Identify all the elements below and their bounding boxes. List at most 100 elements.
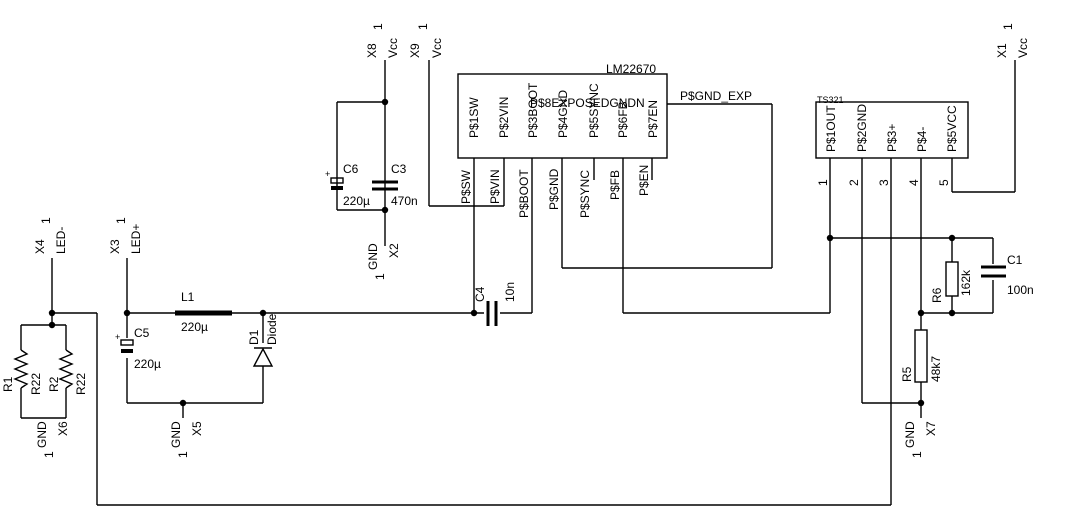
capacitor-c5: + C5 220µ <box>115 326 161 371</box>
connector-pin: 1 <box>176 451 190 458</box>
resistor-ref: R5 <box>900 366 914 382</box>
ic-lm22670-pin-out: P$SYNC <box>578 170 592 218</box>
ic-ts321-pin-in: P$4- <box>915 127 929 152</box>
resistor-value: R22 <box>74 373 88 395</box>
connector-ref: X9 <box>408 43 422 58</box>
connector-pin: 1 <box>1001 23 1015 30</box>
ic-lm22670-pin-out: P$VIN <box>488 169 502 204</box>
resistor-value: R22 <box>29 373 43 395</box>
capacitor-c1: C1 100n <box>981 253 1034 297</box>
connector-net: Vcc <box>1016 38 1030 58</box>
ic-lm22670-pin-out: P$EN <box>637 165 651 196</box>
ic-lm22670-pin-in: P$5SYNC <box>587 83 601 138</box>
connector-pin: 1 <box>371 23 385 30</box>
ic-lm22670-pin-in: P$6FB <box>616 101 630 138</box>
connector-net: GND <box>35 421 49 448</box>
ic-lm22670-pin-out: P$GND <box>547 168 561 210</box>
resistor-r6: R6 162k <box>930 261 973 303</box>
connector-ref: X6 <box>56 421 70 436</box>
ic-lm22670-pin-in: P$7EN <box>646 100 660 138</box>
connector-x6: GND X6 1 <box>35 421 70 458</box>
resistor-r1: R1 R22 <box>1 349 43 395</box>
resistor-value: 48k7 <box>929 356 943 382</box>
ic-lm22670-pin-out: P$SW <box>459 169 473 204</box>
connector-x1: X1 Vcc 1 <box>995 23 1030 58</box>
capacitor-value: 220µ <box>134 357 161 371</box>
capacitor-ref: C6 <box>343 162 359 176</box>
inductor-l1: L1 220µ <box>175 290 232 334</box>
ic-lm22670-pin-out: P$BOOT <box>517 169 531 218</box>
polarity-plus: + <box>115 332 120 342</box>
ic-ts321-pin-number: 4 <box>907 179 921 186</box>
connector-pin: 1 <box>42 451 56 458</box>
connector-pin: 1 <box>373 273 387 280</box>
resistor-ref: R2 <box>47 376 61 392</box>
connector-net: Vcc <box>430 38 444 58</box>
resistor-ref: R1 <box>1 376 15 392</box>
capacitor-value: 220µ <box>343 194 370 208</box>
connector-x8: X8 Vcc 1 <box>365 23 400 58</box>
ic-ts321-pin-in: P$5VCC <box>945 105 959 152</box>
connector-ref: X7 <box>924 421 938 436</box>
connector-ref: X3 <box>108 239 122 254</box>
inductor-value: 220µ <box>181 320 208 334</box>
resistor-ref: R6 <box>930 287 944 303</box>
ic-lm22670-gnd-exp-label: P$GND_EXP <box>680 89 752 103</box>
resistor-r5: R5 48k7 <box>900 329 943 383</box>
connector-pin: 1 <box>416 23 430 30</box>
capacitor-c4: C4 10n <box>473 282 517 326</box>
ic-ts321-pin-number: 2 <box>847 179 861 186</box>
connector-x7: GND X7 1 <box>903 421 938 458</box>
capacitor-ref: C5 <box>134 326 150 340</box>
ic-lm22670-pin-in: P$4GND <box>556 90 570 138</box>
ic-lm22670-name: LM22670 <box>606 62 656 76</box>
connector-x2: GND X2 1 <box>366 243 401 280</box>
connector-net: GND <box>169 421 183 448</box>
capacitor-c6: + C6 220µ <box>325 162 370 208</box>
connector-pin: 1 <box>39 217 53 224</box>
connector-pin: 1 <box>114 217 128 224</box>
ic-ts321: TS321 P$1OUT P$2GND P$3+ P$4- P$5VCC 1 2… <box>815 95 969 186</box>
junction-dots <box>48 98 956 407</box>
connector-ref: X8 <box>365 43 379 58</box>
ic-lm22670-pin-in: P$1SW <box>467 97 481 138</box>
capacitor-ref: C3 <box>391 162 407 176</box>
capacitor-ref: C1 <box>1007 253 1023 267</box>
ic-lm22670-pin-in: P$3BOOT <box>526 82 540 138</box>
ic-lm22670-pin-in: P$2VIN <box>497 97 511 138</box>
resistor-r2: R2 R22 <box>47 349 88 395</box>
connector-net: Vcc <box>386 38 400 58</box>
capacitor-ref: C4 <box>473 286 487 302</box>
ic-lm22670-overlap-label: P$8EXPOSEDGNDN <box>530 96 645 110</box>
ic-lm22670: LM22670 P$GND_EXP P$8EXPOSEDGNDN P$1SW P… <box>457 62 752 218</box>
ic-ts321-pin-in: P$2GND <box>855 104 869 152</box>
diode-d1: D1 Diode <box>247 313 279 367</box>
capacitor-value: 10n <box>503 282 517 302</box>
connector-x4: X4 LED- 1 <box>33 217 68 254</box>
connector-pin: 1 <box>910 451 924 458</box>
resistor-value: 162k <box>959 269 973 296</box>
connector-ref: X5 <box>190 421 204 436</box>
ic-ts321-pin-in: P$3+ <box>885 124 899 152</box>
connector-x3: X3 LED+ 1 <box>108 217 143 254</box>
connector-net: LED+ <box>129 224 143 254</box>
connector-ref: X2 <box>387 243 401 258</box>
capacitor-c3: C3 470n <box>372 162 418 208</box>
connector-ref: X1 <box>995 43 1009 58</box>
connector-ref: X4 <box>33 239 47 254</box>
connector-net: GND <box>366 243 380 270</box>
connector-net: LED- <box>54 227 68 254</box>
inductor-ref: L1 <box>181 290 195 304</box>
diode-value: Diode <box>265 313 279 345</box>
ic-ts321-pin-number: 1 <box>816 179 830 186</box>
connector-net: GND <box>903 421 917 448</box>
ic-ts321-pin-number: 3 <box>877 179 891 186</box>
polarity-plus: + <box>325 169 330 179</box>
connector-x9: X9 Vcc 1 <box>408 23 444 58</box>
ic-ts321-name: TS321 <box>817 95 844 105</box>
connector-x5: GND X5 1 <box>169 421 204 458</box>
ic-ts321-pin-number: 5 <box>937 179 951 186</box>
capacitor-value: 100n <box>1007 283 1034 297</box>
ic-ts321-pin-in: P$1OUT <box>824 105 838 152</box>
